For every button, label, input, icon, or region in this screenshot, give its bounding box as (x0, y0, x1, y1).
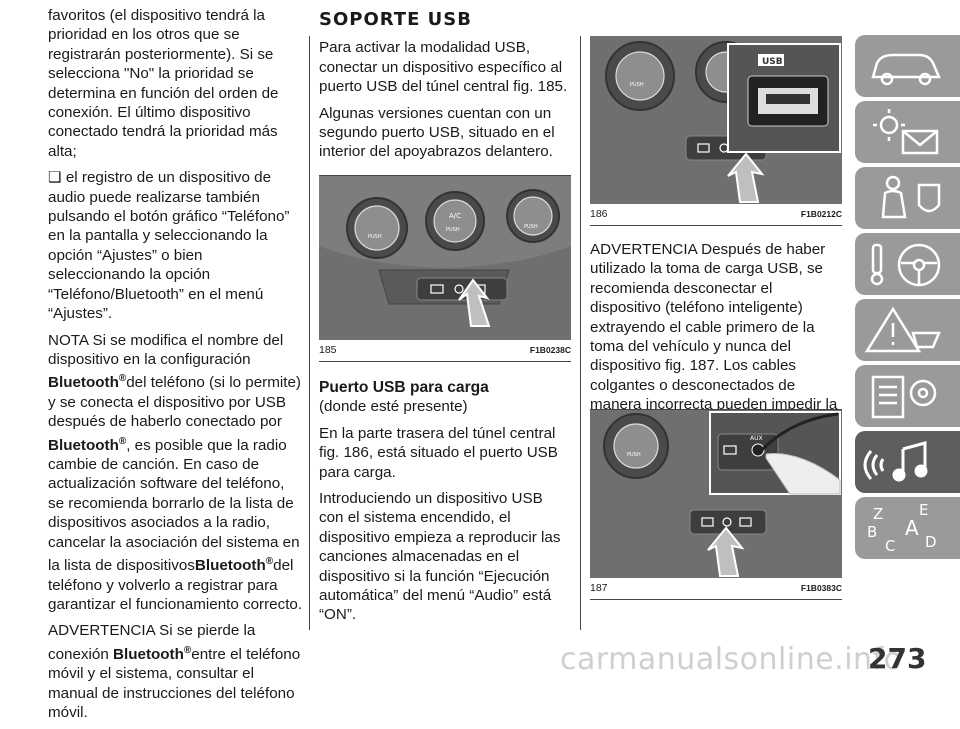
tab-driving[interactable] (855, 233, 960, 295)
index-letter: C (885, 537, 895, 555)
index-letter: E (919, 501, 928, 519)
push-label: PUSH (524, 224, 538, 230)
multimedia-icon (863, 441, 928, 482)
usb-unplug-illustration: PUSH AUX (590, 410, 842, 578)
index-icon: Z E B A C D (867, 501, 937, 555)
figure-186: PUSH USB (590, 36, 842, 204)
charging-port-paragraph: En la parte trasera del túnel central fi… (319, 424, 558, 481)
note-text-a: NOTA Si se modifica el nombre del dispos… (48, 331, 284, 368)
index-letter: D (925, 533, 937, 551)
warning-lights-icon (873, 109, 939, 155)
bullet-item: ❑ el registro de un dispositivo de audio… (48, 168, 303, 323)
push-label: PUSH (627, 452, 641, 458)
index-letter: Z (873, 505, 883, 523)
note-text-c: , es posible que la radio cambie de canc… (48, 436, 300, 575)
note-paragraph: NOTA Si se modifica el nombre del dispos… (48, 331, 303, 615)
safety-icon (881, 175, 941, 219)
warning-paragraph: ADVERTENCIA Si se pierde la conexión Blu… (48, 621, 303, 722)
tab-maintenance[interactable] (855, 365, 960, 427)
bullet-icon: ❑ (48, 169, 62, 187)
bullet-text: el registro de un dispositivo de audio p… (48, 169, 290, 323)
tab-emergency[interactable] (855, 299, 960, 361)
figure-187: PUSH AUX (590, 410, 842, 578)
index-letter: B (867, 523, 877, 541)
column-divider (580, 36, 581, 630)
autoplay-paragraph: Introduciendo un dispositivo USB con el … (319, 490, 561, 624)
push-label: PUSH (630, 82, 644, 88)
page-number: 273 (868, 642, 927, 675)
figure-code: F1B0212C (800, 209, 842, 219)
middle-column: SOPORTE USB Para activar la modalidad US… (319, 6, 571, 169)
warning-paragraph: ADVERTENCIA Después de haber utilizado l… (590, 241, 838, 433)
section-heading: SOPORTE USB (319, 9, 472, 30)
paragraph-favoritos: favoritos (el dispositivo tendrá la prio… (48, 7, 279, 160)
tab-safety[interactable] (855, 167, 960, 229)
figure-185: A/C PUSH PUSH PUSH (319, 176, 571, 340)
bluetooth-brand: Bluetooth® (48, 435, 127, 454)
figure-bottom-rule (319, 361, 571, 362)
aux-label: AUX (750, 435, 763, 442)
figure-number: 185 (319, 344, 337, 356)
figure-code: F1B0383C (800, 583, 842, 593)
figure-top-rule (319, 175, 571, 176)
subsection-note: (donde esté presente) (319, 398, 468, 416)
index-letter: A (905, 516, 919, 540)
figure-number: 187 (590, 582, 608, 594)
second-usb-paragraph: Algunas versiones cuentan con un segundo… (319, 104, 555, 161)
usb-port-illustration: PUSH USB (590, 36, 842, 204)
tab-warning-lights[interactable] (855, 101, 960, 163)
push-label: PUSH (368, 234, 382, 240)
bluetooth-brand: Bluetooth® (113, 644, 192, 663)
column-divider (309, 36, 310, 630)
subsection-heading: Puerto USB para carga (319, 379, 489, 396)
center-console-illustration: A/C PUSH PUSH PUSH (319, 176, 571, 340)
left-column: favoritos (el dispositivo tendrá la prio… (48, 6, 303, 729)
note-text-b: del teléfono (si lo permite) y se conect… (48, 374, 301, 431)
car-icon (871, 53, 941, 86)
usb-label: USB (762, 57, 783, 67)
figure-bottom-rule (590, 599, 842, 600)
tab-index[interactable]: Z E B A C D (855, 497, 960, 559)
figure-top-rule (590, 409, 842, 410)
tab-car[interactable] (855, 35, 960, 97)
tab-multimedia[interactable] (855, 431, 960, 493)
push-label: PUSH (446, 227, 460, 233)
figure-bottom-rule (590, 225, 842, 226)
figure-code: F1B0238C (529, 345, 571, 355)
figure-number: 186 (590, 208, 608, 220)
note-text-d: del teléfono y volverlo a registrar para… (48, 557, 303, 613)
maintenance-icon (871, 375, 937, 419)
bluetooth-brand: Bluetooth® (48, 373, 127, 392)
warning-text-a: ADVERTENCIA Si se pierde la conexión (48, 622, 256, 663)
driving-icon (870, 243, 941, 287)
bluetooth-brand: Bluetooth® (194, 556, 274, 575)
emergency-icon (864, 306, 941, 353)
middle-column-lower: Puerto USB para carga (donde esté presen… (319, 378, 571, 632)
usb-intro-paragraph: Para activar la modalidad USB, conectar … (319, 39, 568, 96)
watermark: carmanualsonline.info (560, 642, 903, 677)
ac-label: A/C (449, 212, 461, 220)
